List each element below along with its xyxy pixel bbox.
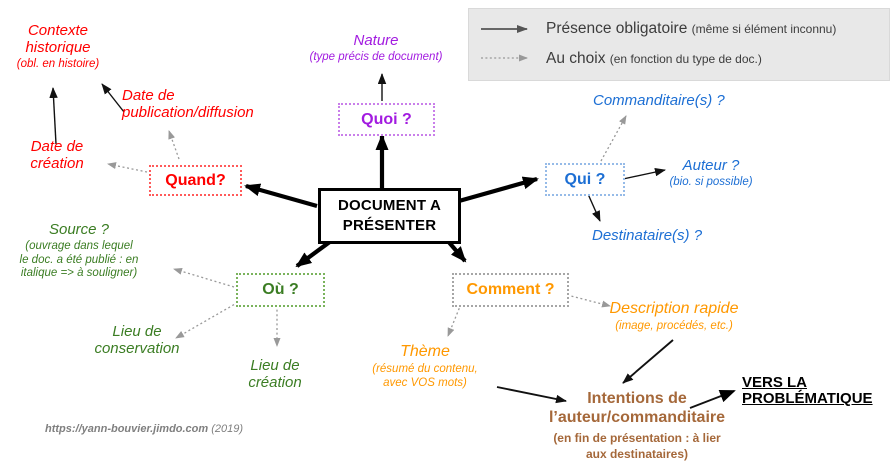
- arrow-qui-to-commanditaires: [600, 115, 627, 162]
- question-box-ou: Où ?: [236, 273, 325, 307]
- arrow-center-to-ou: [295, 239, 333, 268]
- legend-solid-note: (même si élément inconnu): [691, 22, 837, 36]
- label-line: Thème: [400, 343, 450, 360]
- node-destinataires: Destinataire(s) ?: [592, 227, 737, 244]
- arrow-theme-to-intentions: [496, 386, 567, 404]
- legend-arrow-samples: [481, 25, 528, 62]
- footer-credit: https://yann-bouvier.jimdo.com (2019): [45, 423, 243, 435]
- legend-box: Présence obligatoire (même si élément in…: [468, 8, 890, 81]
- label-line: Lieu de: [250, 357, 300, 374]
- node-note: (image, procédés, etc.): [615, 320, 733, 332]
- label-line: Destinataire(s) ?: [592, 227, 703, 244]
- node-theme: Thème (résumé du contenu, avec VOS mots): [356, 343, 494, 390]
- question-box-qui: Qui ?: [545, 163, 625, 196]
- question-box-quand: Quand?: [149, 165, 242, 196]
- label-line: Date de: [122, 87, 175, 104]
- node-description-rapide: Description rapide (image, procédés, etc…: [599, 300, 749, 334]
- label-line: Date de: [30, 138, 84, 155]
- node-date-creation: Date de création: [18, 138, 96, 172]
- note-line: italique => à souligner): [20, 267, 138, 279]
- footer-year: (2019): [208, 423, 244, 435]
- label-line: PROBLÉMATIQUE: [742, 390, 873, 407]
- node-note: (type précis de document): [309, 51, 443, 63]
- node-lieu-conservation: Lieu de conservation: [82, 323, 192, 357]
- arrow-intentions-to-problematique: [689, 389, 736, 409]
- node-note: (résumé du contenu, avec VOS mots): [356, 363, 494, 390]
- arrow-center-to-quand: [244, 183, 318, 209]
- label-line: historique: [25, 39, 91, 56]
- arrow-center-to-qui: [458, 176, 539, 204]
- arrow-description-to-intentions: [622, 339, 674, 384]
- label-line: Source ?: [48, 221, 110, 238]
- node-note: (obl. en histoire): [16, 58, 100, 70]
- arrow-ou-to-source: [173, 267, 235, 288]
- label-line: Description rapide: [609, 300, 739, 317]
- note-line: aux destinataires): [585, 446, 689, 461]
- question-box-comment: Comment ?: [452, 273, 569, 307]
- central-topic-box: DOCUMENT A PRÉSENTER: [318, 188, 461, 244]
- arrow-qui-to-auteur: [622, 167, 666, 180]
- arrow-quand-to-date-creation: [107, 162, 148, 173]
- arrow-comment-to-theme: [447, 303, 462, 337]
- note-line: (résumé du contenu,: [372, 363, 478, 375]
- footer-url: https://yann-bouvier.jimdo.com: [45, 423, 209, 435]
- note-line: (en fin de présentation : à lier: [553, 431, 721, 445]
- node-vers-la-problematique: VERS LA PROBLÉMATIQUE: [742, 375, 873, 407]
- arrow-quand-to-date-publication: [168, 130, 180, 160]
- label-line: Lieu de: [112, 323, 162, 340]
- arrow-qui-to-destinataires: [587, 193, 601, 222]
- arrow-publication-to-contexte: [101, 83, 125, 113]
- label-line: création: [248, 374, 302, 391]
- label-line: VERS LA: [742, 374, 808, 391]
- node-source: Source ? (ouvrage dans lequel le doc. a …: [2, 221, 156, 281]
- node-auteur: Auteur ? (bio. si possible): [646, 157, 776, 190]
- central-topic-line: DOCUMENT A: [337, 197, 442, 214]
- label-line: Auteur ?: [682, 157, 740, 174]
- node-lieu-creation: Lieu de création: [236, 357, 314, 391]
- node-note: (bio. si possible): [669, 176, 753, 188]
- label-line: Contexte: [27, 22, 89, 39]
- arrow-comment-to-description: [566, 294, 611, 308]
- label-line: publication/diffusion: [122, 104, 254, 121]
- node-note: (ouvrage dans lequel le doc. a été publi…: [2, 240, 156, 281]
- label-line: Intentions de: [587, 390, 687, 407]
- label-line: création: [30, 155, 84, 172]
- central-topic-line: PRÉSENTER: [342, 217, 437, 234]
- label-line: conservation: [94, 340, 180, 357]
- node-contexte-historique: Contexte historique (obl. en histoire): [6, 22, 110, 72]
- node-intentions: Intentions de l’auteur/commanditaire (en…: [537, 389, 737, 462]
- label-line: l’auteur/commanditaire: [548, 409, 726, 426]
- arrow-creation-to-contexte: [49, 87, 58, 145]
- node-date-publication: Date de publication/diffusion: [122, 87, 292, 121]
- note-line: avec VOS mots): [383, 376, 467, 389]
- node-commanditaires: Commanditaire(s) ?: [593, 92, 763, 109]
- legend-row-optional: Au choix (en fonction du type de doc.): [546, 50, 762, 68]
- note-line: (ouvrage dans lequel: [25, 240, 133, 252]
- note-line: le doc. a été publié : en: [19, 253, 139, 266]
- legend-row-obligatory: Présence obligatoire (même si élément in…: [546, 20, 836, 38]
- legend-solid-label: Présence obligatoire: [546, 20, 692, 37]
- question-box-quoi: Quoi ?: [338, 103, 435, 136]
- arrow-ou-to-lieu-conservation: [175, 299, 243, 339]
- label-line: Nature: [353, 32, 399, 49]
- legend-dotted-label: Au choix: [546, 50, 610, 67]
- node-nature: Nature (type précis de document): [290, 32, 462, 65]
- node-note: (en fin de présentation : à lier aux des…: [537, 431, 737, 462]
- legend-dotted-note: (en fonction du type de doc.): [609, 52, 762, 66]
- label-line: Commanditaire(s) ?: [593, 92, 725, 109]
